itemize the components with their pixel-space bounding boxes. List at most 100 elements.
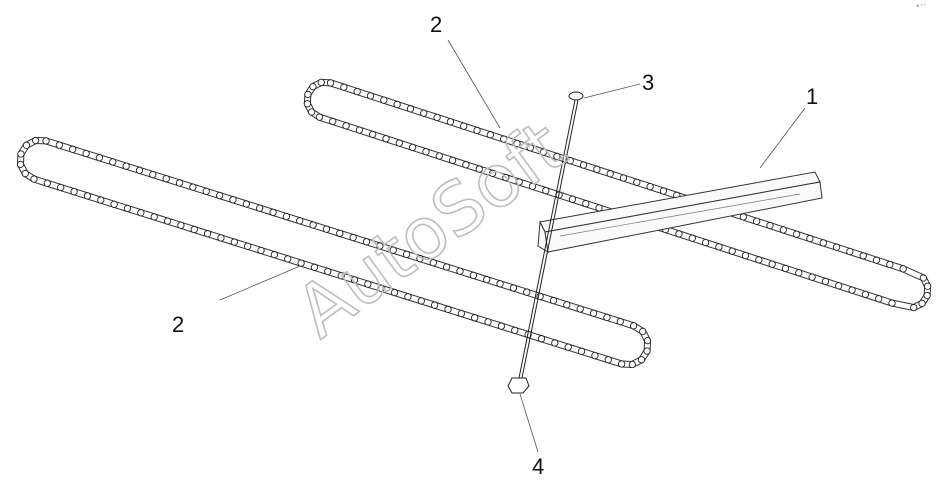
chain-roller <box>257 246 265 255</box>
chain-roller <box>342 122 350 130</box>
chain-roller <box>753 217 761 225</box>
chain-roller <box>910 303 918 312</box>
chain-roller <box>496 280 504 288</box>
chain-roller <box>484 318 492 326</box>
chain-roller <box>282 212 291 221</box>
chain-roller <box>95 154 104 162</box>
chain-roller <box>408 143 417 152</box>
chain-roller <box>189 183 197 191</box>
chain-roller <box>617 360 626 368</box>
chain-roller <box>340 83 348 91</box>
chain-roller <box>606 170 614 178</box>
chain-roller <box>82 149 90 158</box>
chain-roller <box>886 260 894 269</box>
chain-roller <box>563 301 571 309</box>
leader-2-lower <box>219 265 301 301</box>
chain-roller <box>589 309 598 317</box>
callout-3: 3 <box>642 70 654 95</box>
chain-roller <box>646 183 654 191</box>
chain-roller <box>416 254 424 263</box>
callout-1: 1 <box>806 84 818 109</box>
chain-roller <box>433 113 441 122</box>
chain-roller <box>859 252 867 260</box>
chain-roller <box>57 183 65 192</box>
chain-roller <box>430 301 439 309</box>
chain-roller <box>309 82 317 91</box>
chain-roller <box>741 251 750 260</box>
chain-roller <box>781 264 790 273</box>
chain-roller <box>229 196 237 204</box>
chain-roller <box>628 360 636 369</box>
chain-roller <box>456 267 464 275</box>
chain-roller <box>593 165 601 174</box>
chain-roller <box>395 139 403 147</box>
chain-roller <box>420 109 428 117</box>
chain-roller <box>471 314 479 322</box>
chain-roller <box>366 92 375 100</box>
chain-roller <box>821 277 830 286</box>
chain-roller <box>429 259 437 267</box>
chain-roller <box>629 322 638 330</box>
chain-roller <box>728 247 736 255</box>
chain-roller <box>523 288 531 296</box>
chain-roller <box>162 175 170 183</box>
chain-roller <box>244 242 252 250</box>
chain-roller <box>835 282 843 290</box>
chain-roller <box>515 178 523 186</box>
chain-roller <box>779 226 787 234</box>
chain-roller <box>528 182 537 190</box>
chain-roller <box>390 288 399 297</box>
chain-roller <box>393 100 401 109</box>
chain-roller <box>376 242 384 250</box>
chain-roller <box>177 221 185 229</box>
chain-roller <box>304 90 312 99</box>
chain-roller <box>577 347 586 355</box>
chain-roller <box>70 188 78 196</box>
chain-roller <box>659 187 668 195</box>
chain-roller <box>435 152 443 160</box>
chain-roller <box>324 267 332 276</box>
callout-2-upper: 2 <box>430 12 442 37</box>
chain-roller <box>149 170 157 179</box>
chain-roller <box>83 192 92 200</box>
callout-2-lower: 2 <box>172 312 184 337</box>
chain-roller <box>923 291 931 300</box>
chain-roller <box>643 337 652 345</box>
chain-roller <box>582 199 590 208</box>
chain-roller <box>350 276 359 284</box>
chain-roller <box>43 179 52 187</box>
chain-roller <box>604 356 612 364</box>
chain-roller <box>215 191 224 200</box>
chain-roller <box>309 221 317 229</box>
chain-roller <box>475 165 483 173</box>
chain-roller <box>688 234 696 242</box>
chain-roller <box>616 317 624 326</box>
chain-roller <box>576 305 584 313</box>
chain-roller <box>918 299 926 308</box>
chain-roller <box>511 326 519 334</box>
chain-roller <box>322 225 331 233</box>
leader-4 <box>519 393 539 453</box>
chain-roller <box>55 141 64 149</box>
chain-roller <box>462 161 470 169</box>
angle-bar <box>537 171 823 253</box>
chain-roller <box>639 327 647 336</box>
chain-roller <box>69 145 77 153</box>
chain-roller <box>848 286 856 294</box>
chain-roller <box>755 256 763 264</box>
chain-roller <box>175 179 184 187</box>
chain-roller <box>22 141 31 149</box>
chain-roller <box>715 243 723 251</box>
chain-roller <box>97 196 105 204</box>
chain-roller <box>643 347 651 355</box>
chain-roller <box>579 161 588 169</box>
leader-1 <box>759 107 806 169</box>
chain-roller <box>553 152 561 161</box>
chain-roller <box>595 204 603 212</box>
chain-roller <box>123 204 132 213</box>
chain-roller <box>202 187 210 195</box>
chain-roller <box>122 162 130 170</box>
chain-roller <box>353 87 361 96</box>
chain-roller <box>404 293 412 301</box>
chain-roller <box>310 263 319 271</box>
